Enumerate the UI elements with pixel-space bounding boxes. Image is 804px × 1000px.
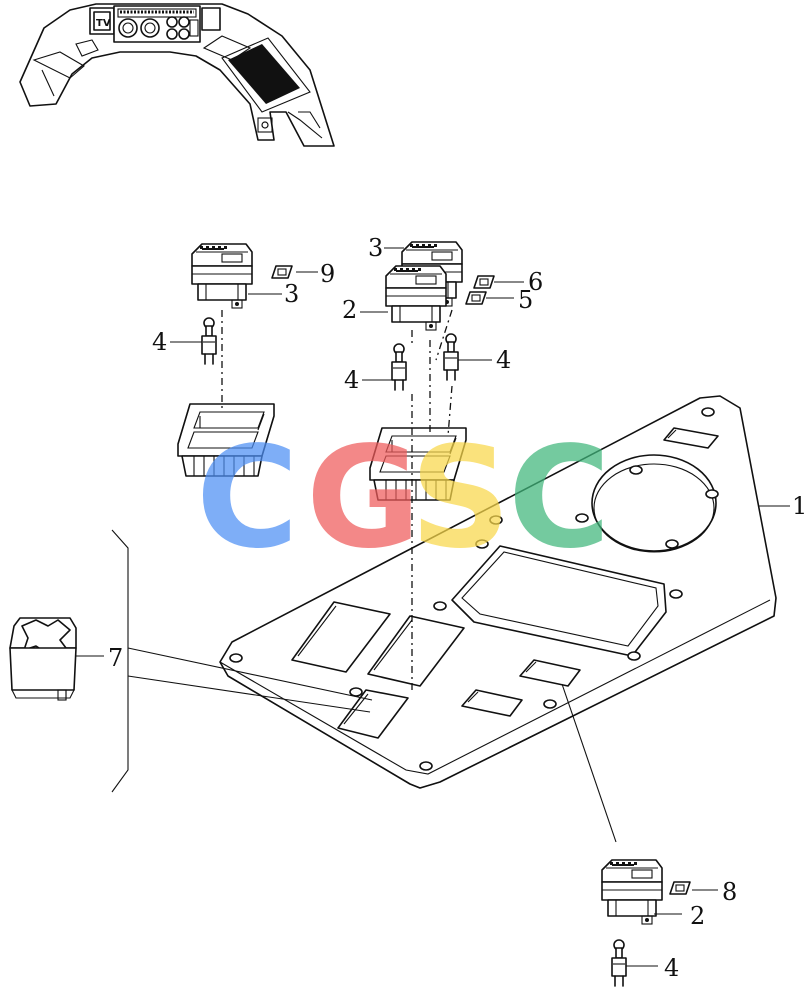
callout-pin-mid: 4 <box>344 366 359 394</box>
dashboard-badge: TV <box>96 18 111 29</box>
callout-sw-mid: 2 <box>342 296 357 324</box>
watermark-letter-1: C <box>196 417 299 580</box>
lens-5 <box>465 291 487 305</box>
knob-switch <box>9 529 373 793</box>
rocker-switch-mid <box>385 265 447 331</box>
assembly-lines <box>221 309 453 690</box>
pin-mid <box>391 343 407 391</box>
callout-pin-left: 4 <box>152 328 167 356</box>
rocker-switch-bottom <box>601 859 663 925</box>
watermark-letter-4: C <box>508 417 611 580</box>
lens-8 <box>669 881 691 895</box>
pin-right <box>443 333 459 381</box>
callout-sw-bottom: 2 <box>690 902 705 930</box>
pin-left <box>201 317 217 365</box>
rocker-switch-top-left <box>191 243 253 309</box>
watermark-letter-2: G <box>306 417 421 580</box>
callout-lens-8: 8 <box>722 878 737 906</box>
callout-lens-5: 5 <box>518 286 533 314</box>
callout-sw-top-left: 3 <box>284 280 299 308</box>
callout-pin-bottom: 4 <box>664 954 679 982</box>
callout-knob-switch: 7 <box>108 644 123 672</box>
callout-lens-6: 6 <box>528 268 543 296</box>
panel-plate <box>219 395 777 789</box>
callout-plate: 1 <box>792 492 804 520</box>
callout-sw-top-mid: 3 <box>368 234 383 262</box>
callout-pin-right: 4 <box>496 346 511 374</box>
lens-9 <box>271 265 293 279</box>
watermark: C G S C <box>196 417 611 580</box>
leader-lines <box>76 247 790 967</box>
plate-holes <box>229 407 719 771</box>
callout-lens-9: 9 <box>320 260 335 288</box>
callouts: 1 3 3 2 4 4 4 9 6 5 7 2 8 4 <box>108 234 804 982</box>
dashboard-overview: TV <box>19 3 335 147</box>
pin-bottom <box>611 939 627 987</box>
lens-6 <box>473 275 495 289</box>
watermark-letter-3: S <box>410 417 511 580</box>
